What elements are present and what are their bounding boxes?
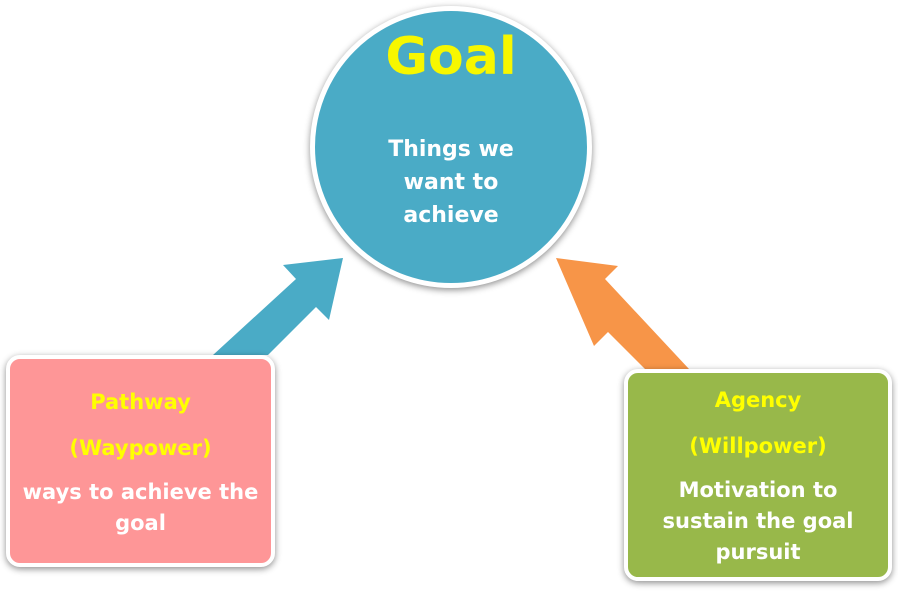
pathway-description: ways to achieve the goal (22, 480, 259, 535)
agency-description: Motivation to sustain the goal pursuit (662, 478, 854, 564)
agency-to-goal-arrow (556, 258, 689, 369)
agency-title: Agency (714, 388, 802, 412)
pathway-title: Pathway (90, 390, 191, 414)
pathway-box: Pathway (Waypower) ways to achieve the g… (6, 355, 275, 567)
agency-box: Agency (Willpower) Motivation to sustain… (624, 369, 892, 581)
goal-description: Things we want to achieve (388, 137, 514, 228)
goal-title: Goal (385, 27, 517, 87)
pathway-to-goal-arrow (213, 258, 343, 355)
agency-subtitle: (Willpower) (689, 434, 827, 458)
goal-circle: Goal Things we want to achieve (310, 6, 592, 288)
pathway-subtitle: (Waypower) (69, 436, 212, 460)
